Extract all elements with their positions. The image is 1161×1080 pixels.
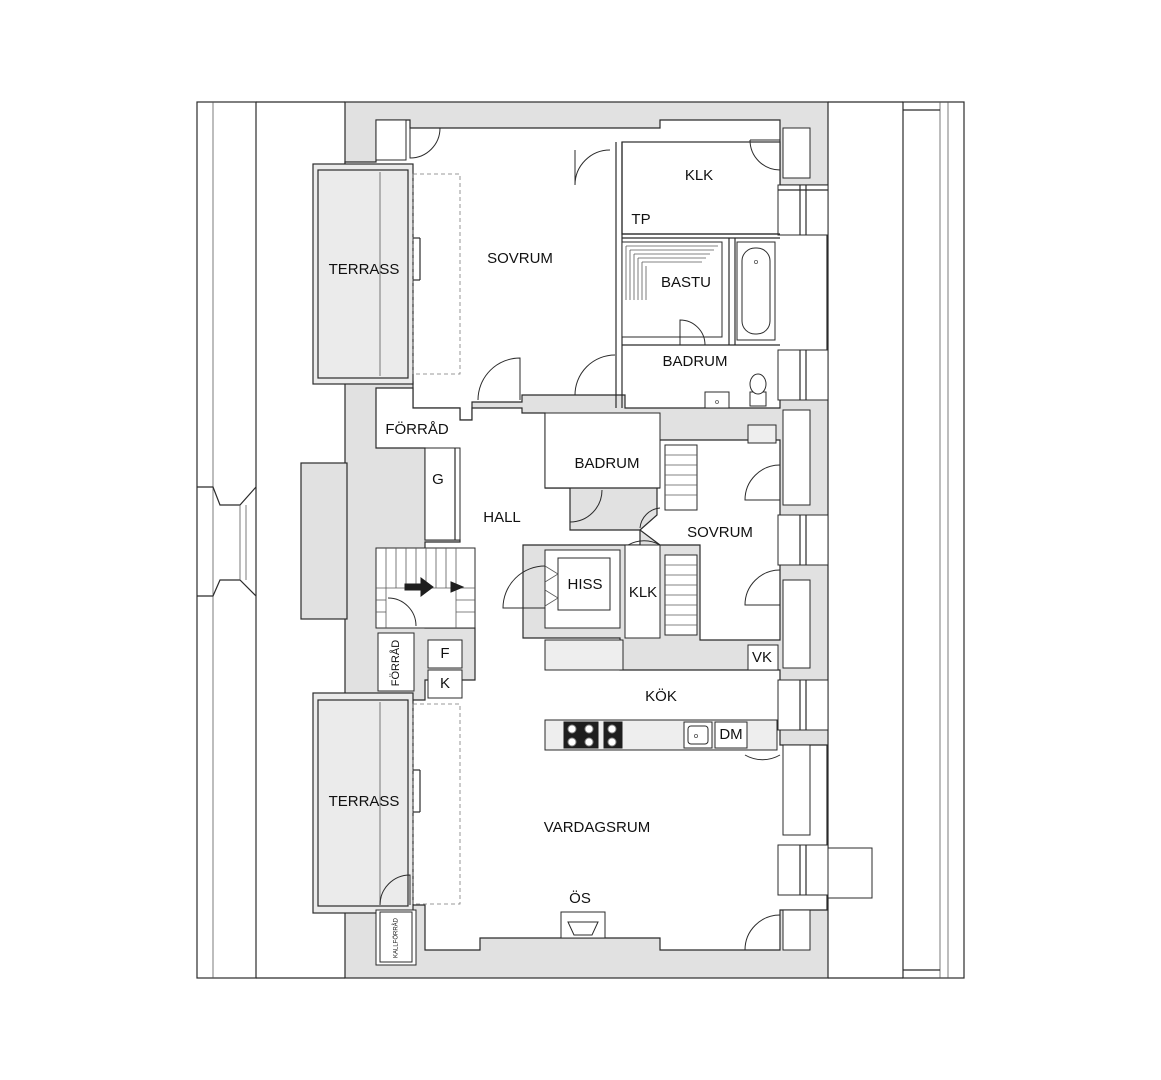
small-bathroom <box>544 412 661 489</box>
label-terrass-top: TERRASS <box>329 261 400 278</box>
label-forrad-lower: FÖRRÅD <box>389 640 402 687</box>
label-forrad-upper: FÖRRÅD <box>385 420 449 438</box>
toilet-icon <box>749 373 767 407</box>
label-g: G <box>432 471 444 488</box>
fireplace-icon <box>560 911 606 939</box>
staircase-right <box>664 444 698 636</box>
shelf-unit <box>747 424 777 444</box>
label-terrass-bottom: TERRASS <box>329 793 400 810</box>
lower-storage <box>377 632 463 963</box>
wardrobe-g <box>424 447 461 541</box>
label-bastu: BASTU <box>661 274 711 291</box>
label-badrum-small: BADRUM <box>574 455 639 472</box>
label-klk-top: KLK <box>685 167 713 184</box>
label-klk-mid: KLK <box>629 584 657 601</box>
label-k: K <box>440 675 450 692</box>
doors <box>379 127 781 951</box>
label-f: F <box>440 645 449 662</box>
label-hall: HALL <box>483 509 521 526</box>
sauna-benches <box>621 241 723 338</box>
label-vk: VK <box>752 649 772 666</box>
label-dm: DM <box>719 726 742 743</box>
stair-direction-arrow-icon <box>404 577 465 597</box>
label-badrum-main: BADRUM <box>662 353 727 370</box>
kitchen-units <box>544 639 779 751</box>
label-sovrum-small: SOVRUM <box>687 524 753 541</box>
terrace-top <box>312 163 461 385</box>
label-kallforrad: KALLFÖRRÅD <box>393 917 400 958</box>
elevator <box>544 549 621 629</box>
roof-outline-right <box>828 101 965 979</box>
label-vardagsrum: VARDAGSRUM <box>544 819 650 836</box>
windows-right <box>777 127 873 951</box>
label-os: ÖS <box>569 889 591 907</box>
label-sovrum-main: SOVRUM <box>487 250 553 267</box>
bathtub-icon <box>736 241 776 341</box>
label-hiss: HISS <box>567 576 602 593</box>
roof-outline-left <box>196 101 345 979</box>
sink-icon <box>704 391 730 409</box>
closet-klk-mid <box>624 544 661 639</box>
label-kok: KÖK <box>645 687 677 705</box>
room-labels: TERRASS SOVRUM KLK TP BASTU BADRUM FÖRRÅ… <box>329 167 772 958</box>
label-tp: TP <box>631 211 650 228</box>
terrace-bottom <box>312 692 461 914</box>
